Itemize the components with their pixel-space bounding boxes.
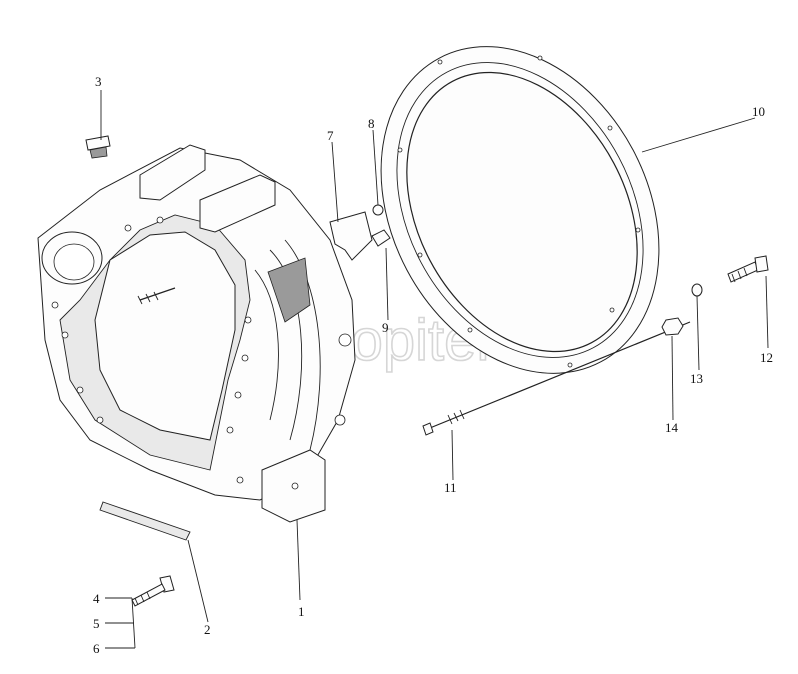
long-stud (422, 321, 691, 436)
bracket (329, 211, 373, 261)
stud-12 (727, 255, 769, 283)
callout-1: 1 (298, 604, 305, 619)
callout-11: 11 (444, 480, 457, 495)
callout-5: 5 (93, 616, 100, 631)
callout-4: 4 (93, 591, 100, 606)
bolt (131, 575, 175, 607)
callout-14: 14 (665, 420, 679, 435)
callout-9: 9 (382, 320, 389, 335)
bolt-9 (371, 229, 391, 247)
washer-8 (372, 204, 384, 216)
callout-7: 7 (327, 128, 334, 143)
washer-13 (691, 283, 703, 297)
plug (85, 135, 111, 159)
callout-10: 10 (752, 104, 765, 119)
callout-3: 3 (95, 74, 102, 89)
nut-14 (661, 317, 684, 336)
callout-6: 6 (93, 641, 100, 656)
gasket-ring (380, 46, 660, 374)
leader-lines (100, 90, 769, 649)
callout-13: 13 (690, 371, 703, 386)
callout-2: 2 (204, 622, 211, 637)
cover-strip (99, 501, 191, 541)
flywheel-housing (37, 144, 356, 523)
callout-12: 12 (760, 350, 773, 365)
callout-8: 8 (368, 116, 375, 131)
